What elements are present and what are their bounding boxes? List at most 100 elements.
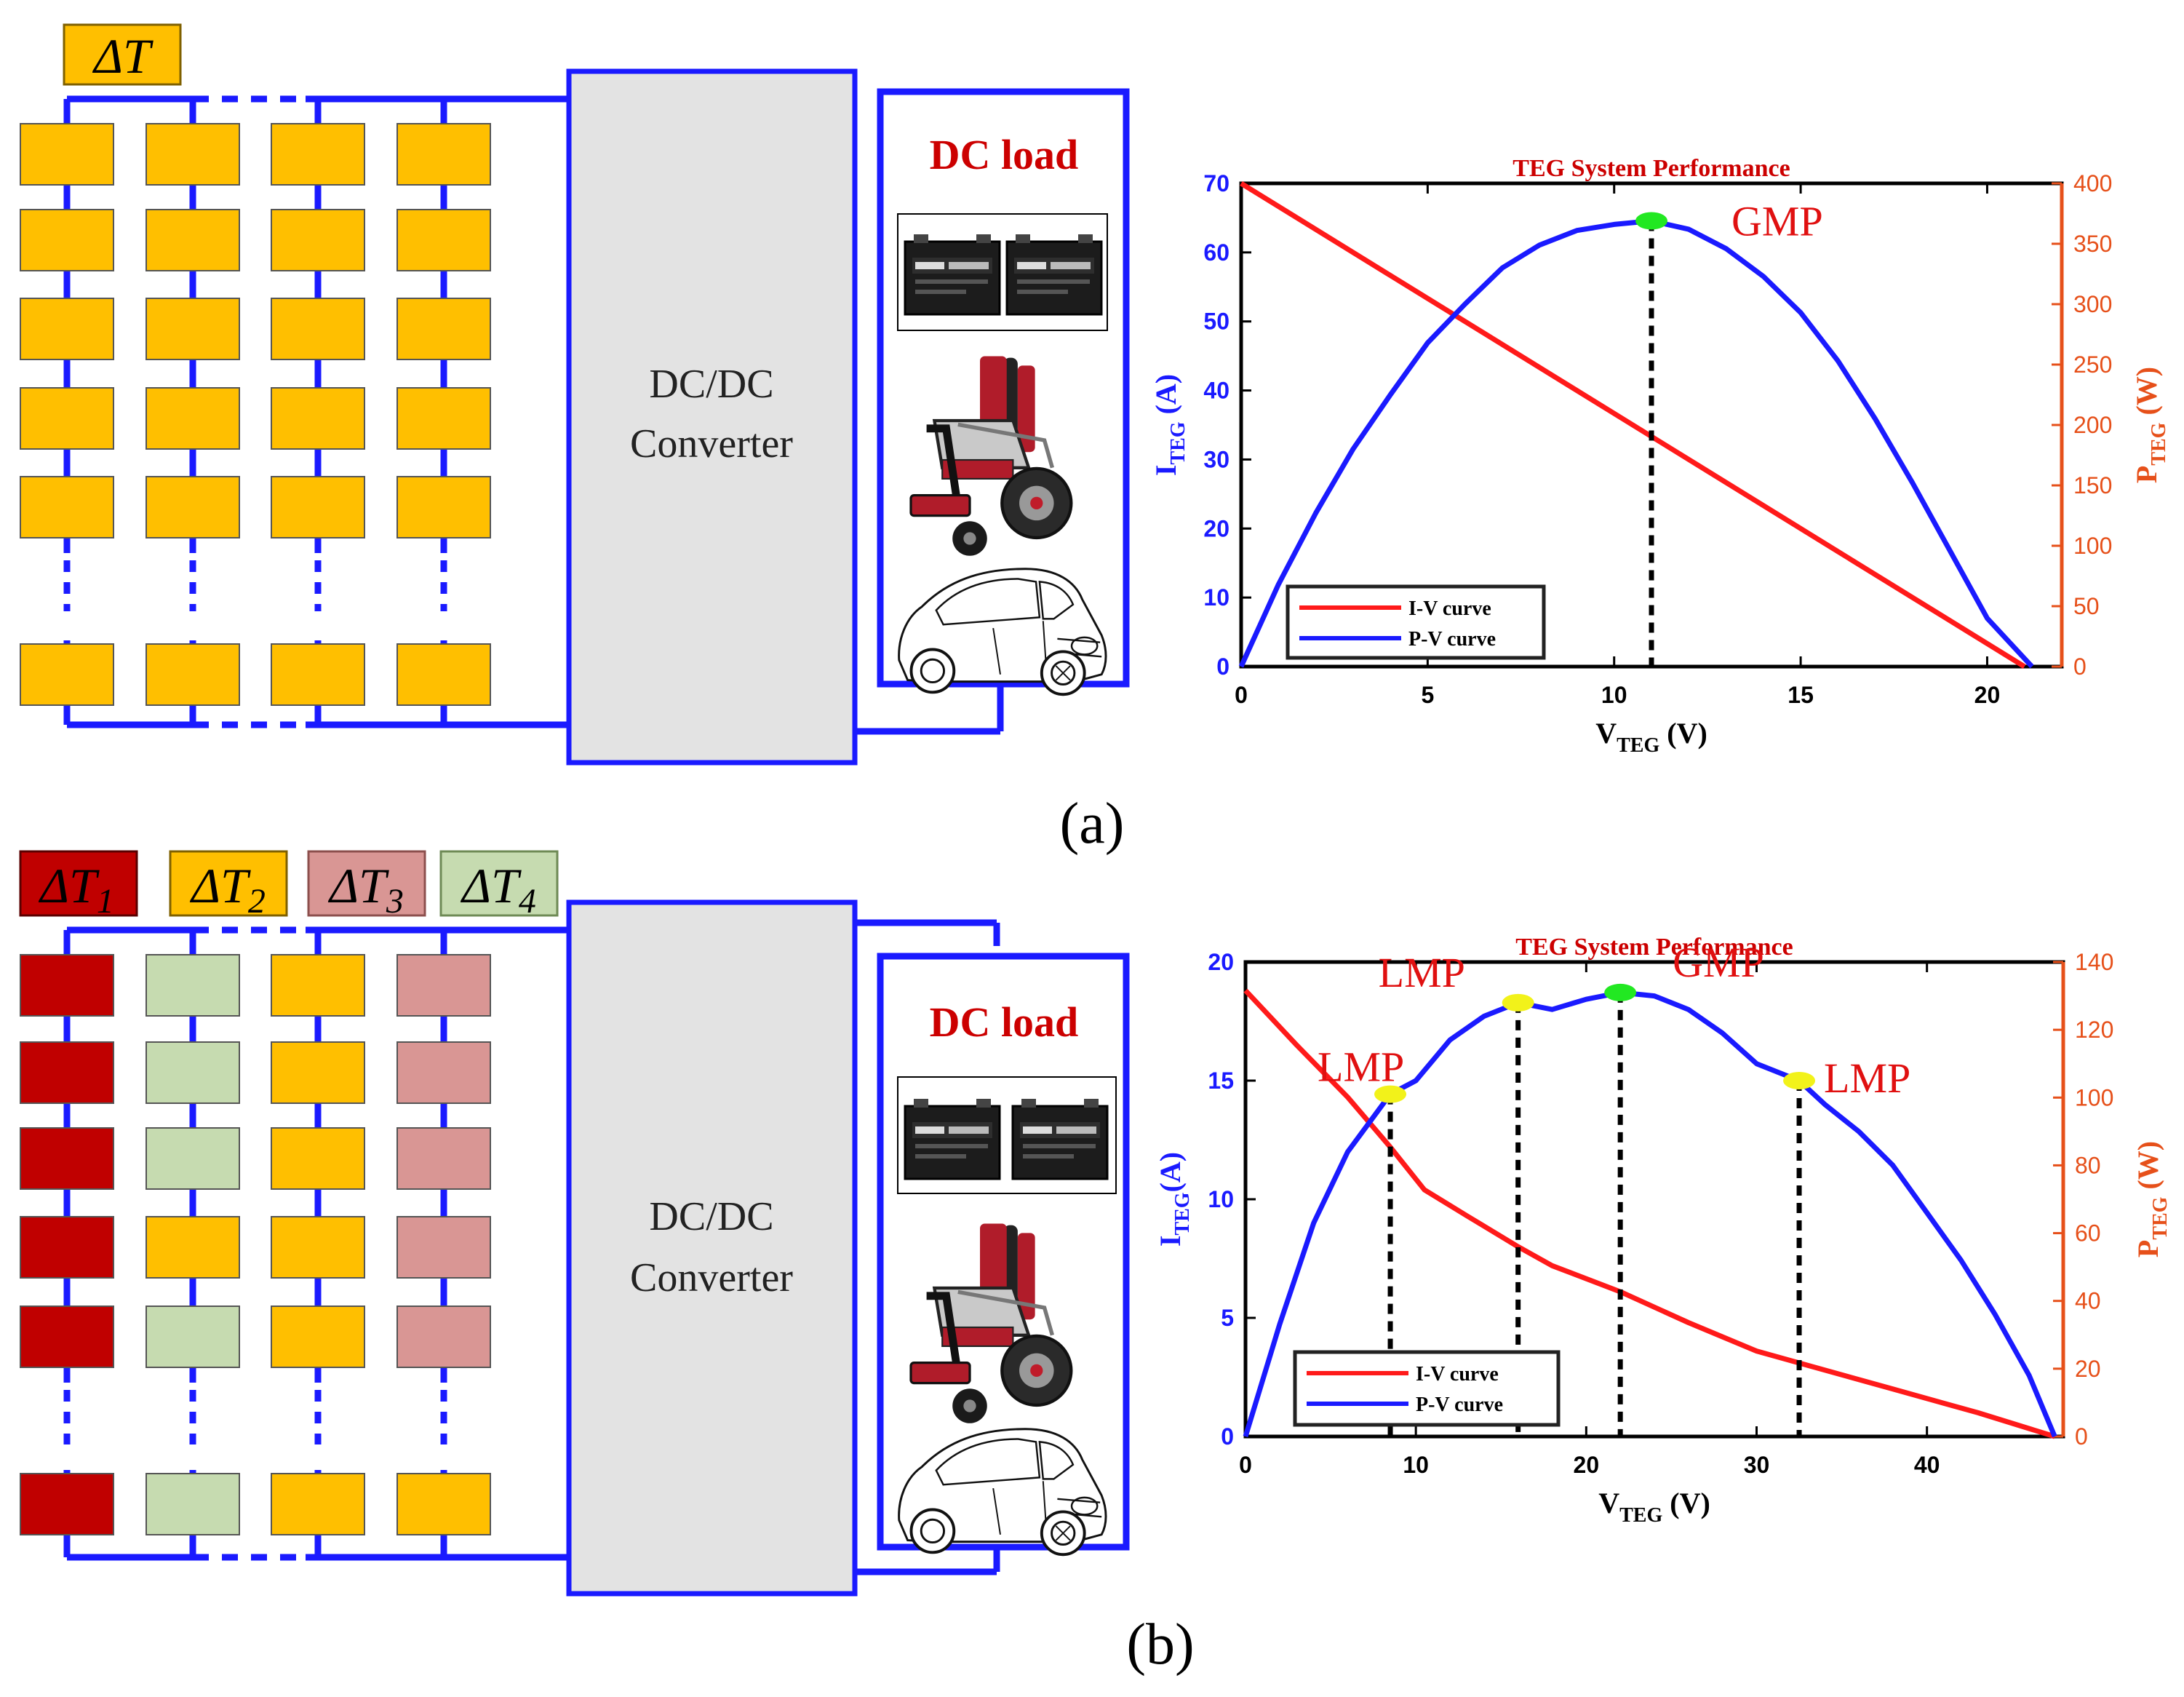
- dc-dc-converter: [566, 899, 858, 1597]
- y-left-tick-label: 20: [1203, 515, 1230, 541]
- teg-module: [20, 387, 114, 450]
- x-tick-label: 10: [1403, 1452, 1429, 1478]
- legend-label: I-V curve: [1408, 597, 1491, 620]
- x-tick-label: 10: [1601, 682, 1627, 708]
- teg-module: [146, 1127, 240, 1190]
- x-tick-label: 20: [1574, 1452, 1600, 1478]
- y-right-tick-label: 140: [2075, 949, 2113, 975]
- teg-module: [271, 387, 365, 450]
- iv-curve-line: [1243, 988, 2056, 1439]
- y-left-tick-label: 5: [1221, 1305, 1234, 1331]
- iv-curve-line: [1240, 181, 2026, 669]
- teg-module: [146, 1473, 240, 1535]
- y-right-tick-label: 80: [2075, 1152, 2101, 1178]
- teg-module: [271, 1305, 365, 1368]
- teg-module: [146, 298, 240, 360]
- caption-b: (b): [1126, 1613, 1194, 1677]
- teg-module: [396, 1305, 491, 1368]
- teg-module: [146, 1305, 240, 1368]
- lmp-marker: [1502, 993, 1534, 1012]
- x-tick-label: 40: [1914, 1452, 1940, 1478]
- converter-line2: Converter: [630, 421, 793, 466]
- x-tick-label: 0: [1239, 1452, 1252, 1478]
- y-left-axis-label: ITEG (A): [1149, 374, 1189, 476]
- battery-icon: [904, 1097, 1001, 1180]
- converter-line2: Converter: [630, 1255, 793, 1300]
- legend-box: [1293, 1350, 1561, 1427]
- delta-t4-label-box: [439, 850, 559, 917]
- delta-t2-label-box: [169, 850, 288, 917]
- y-right-tick-label: 20: [2075, 1356, 2101, 1382]
- y-left-tick-label: 40: [1203, 378, 1230, 404]
- teg-module: [20, 1216, 114, 1279]
- teg-module: [146, 387, 240, 450]
- x-tick-label: 0: [1235, 682, 1248, 708]
- y-left-tick-label: 0: [1221, 1423, 1234, 1450]
- teg-module: [396, 387, 491, 450]
- teg-module: [271, 1216, 365, 1279]
- legend-label: P-V curve: [1416, 1394, 1503, 1416]
- delta-t3-label-box: [307, 850, 426, 917]
- y-left-tick-label: 0: [1216, 653, 1230, 680]
- teg-module: [20, 1041, 114, 1104]
- y-left-tick-label: 30: [1203, 446, 1230, 472]
- y-right-tick-label: 0: [2073, 653, 2087, 680]
- y-left-tick-label: 60: [1203, 239, 1230, 266]
- teg-module: [396, 123, 491, 186]
- teg-module: [20, 123, 114, 186]
- teg-module: [271, 298, 365, 360]
- y-right-axis-label: PTEG (W): [2132, 1141, 2172, 1257]
- x-tick-label: 30: [1744, 1452, 1770, 1478]
- y-left-tick-label: 10: [1208, 1186, 1234, 1212]
- teg-module: [396, 1216, 491, 1279]
- y-right-tick-label: 250: [2073, 351, 2112, 378]
- teg-module: [271, 1473, 365, 1535]
- legend-label: I-V curve: [1416, 1363, 1499, 1386]
- lmp-label: LMP: [1318, 1044, 1404, 1091]
- teg-module: [20, 1305, 114, 1368]
- teg-module: [271, 123, 365, 186]
- teg-module: [20, 476, 114, 538]
- teg-module: [20, 643, 114, 706]
- teg-module: [396, 209, 491, 271]
- gmp-label: GMP: [1731, 197, 1823, 245]
- y-right-tick-label: 40: [2075, 1288, 2101, 1314]
- y-left-tick-label: 50: [1203, 309, 1230, 335]
- x-axis-label: VTEG (V): [1598, 1487, 1710, 1527]
- teg-module-grid: [20, 123, 491, 706]
- x-tick-label: 15: [1788, 682, 1814, 708]
- delta-t2-label: ΔT2: [189, 858, 266, 921]
- dc-load-label: DC load: [930, 131, 1079, 178]
- battery-icon: [904, 233, 1001, 316]
- chart-title: TEG System Performance: [1515, 934, 1793, 961]
- teg-module: [146, 476, 240, 538]
- y-left-tick-label: 70: [1203, 170, 1230, 196]
- teg-module: [396, 1041, 491, 1104]
- y-right-axis-label: PTEG (W): [2130, 367, 2170, 483]
- teg-module: [271, 954, 365, 1017]
- x-axis-label: VTEG (V): [1595, 717, 1707, 757]
- teg-module: [146, 1216, 240, 1279]
- panel-a: ΔT DC/DC Converter: [20, 23, 1130, 766]
- panel-b: ΔT1 ΔT2 ΔT3 ΔT4: [19, 850, 1130, 1597]
- teg-module: [396, 1473, 491, 1535]
- delta-t-label-box: [63, 23, 182, 86]
- y-left-tick-label: 20: [1208, 949, 1234, 975]
- teg-module: [396, 643, 491, 706]
- dc-dc-converter: [566, 68, 858, 766]
- teg-module: [396, 1127, 491, 1190]
- y-right-tick-label: 300: [2073, 291, 2112, 317]
- delta-t1-label: ΔT1: [38, 858, 114, 921]
- y-right-tick-label: 100: [2073, 533, 2112, 559]
- legend-box: [1286, 584, 1546, 660]
- teg-module: [271, 643, 365, 706]
- y-right-tick-label: 200: [2073, 412, 2112, 438]
- teg-module: [396, 298, 491, 360]
- y-left-axis-label: ITEG(A): [1154, 1152, 1194, 1247]
- lmp-marker: [1374, 1085, 1407, 1103]
- y-right-tick-label: 50: [2073, 593, 2100, 619]
- legend-label: P-V curve: [1408, 628, 1496, 651]
- delta-t1-label-box: [19, 850, 138, 917]
